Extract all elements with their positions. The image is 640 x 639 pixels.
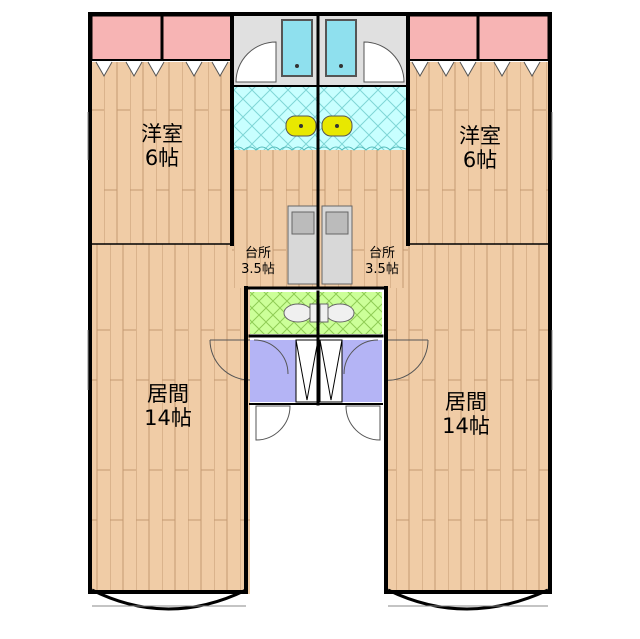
living-room-right-label: 居間 14帖 xyxy=(416,390,516,438)
western-room-left-name: 洋室 xyxy=(141,122,183,146)
living-room-right-floor xyxy=(384,244,548,594)
bay-windows xyxy=(91,588,549,611)
closets xyxy=(91,15,549,78)
kitchen-left-label: 台所 3.5帖 xyxy=(226,246,290,278)
entrances xyxy=(250,339,382,403)
western-room-left-floor xyxy=(92,62,232,244)
walls xyxy=(88,12,552,594)
bath-area xyxy=(231,16,409,151)
living-room-left-label: 居間 14帖 xyxy=(118,382,218,430)
living-room-left-name: 居間 xyxy=(147,382,189,406)
living-room-left-size: 14帖 xyxy=(144,406,192,430)
side-windows xyxy=(87,112,553,390)
kitchen-left-size: 3.5帖 xyxy=(241,262,275,277)
kitchen-left-name: 台所 xyxy=(244,246,271,261)
western-room-right-floor xyxy=(408,62,548,244)
door-swings xyxy=(209,339,429,441)
kitchen-right-name: 台所 xyxy=(368,246,395,261)
kitchen-counters xyxy=(287,205,353,285)
floor-areas xyxy=(92,62,548,594)
western-room-right-size: 6帖 xyxy=(462,148,498,172)
western-room-left-label: 洋室 6帖 xyxy=(112,122,212,170)
western-room-left-size: 6帖 xyxy=(144,146,180,170)
western-room-right-name: 洋室 xyxy=(459,124,501,148)
kitchen-right-label: 台所 3.5帖 xyxy=(350,246,414,278)
living-room-left-floor xyxy=(92,244,250,594)
living-room-right-size: 14帖 xyxy=(442,414,490,438)
toilets xyxy=(250,292,382,334)
western-room-right-label: 洋室 6帖 xyxy=(430,124,530,172)
kitchen-right-size: 3.5帖 xyxy=(365,262,399,277)
living-room-right-name: 居間 xyxy=(445,390,487,414)
